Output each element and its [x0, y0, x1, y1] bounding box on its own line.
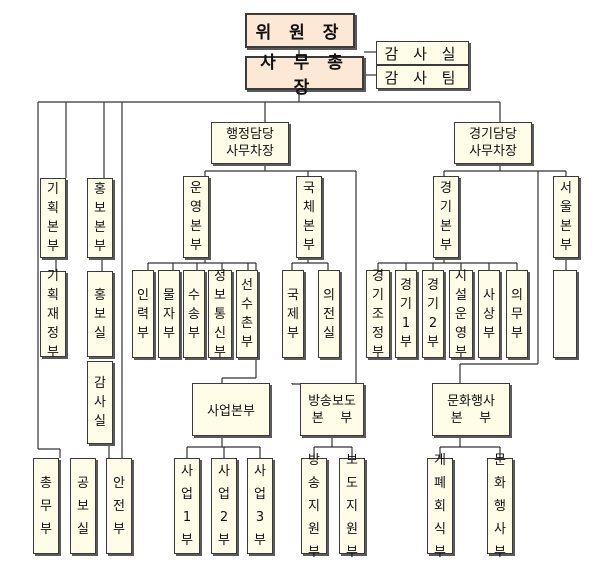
broadcast-hq-line2: 본 부 — [311, 410, 353, 426]
admin-deputy-line1: 행정담당 — [226, 127, 274, 142]
culture-hq-line1: 문화행사 — [447, 393, 495, 409]
audit-room-box: 감 사 실 — [376, 41, 469, 65]
broadcast-hq-box: 방송보도 본 부 — [300, 383, 364, 436]
seoul-empty-box — [553, 270, 577, 358]
audit-room-label: 감 사 실 — [384, 44, 461, 63]
secretary-general-box: 사 무 총 장 — [245, 53, 364, 98]
audit-team-label: 감 사 팀 — [384, 68, 461, 87]
admin-deputy-line2: 사무차장 — [226, 144, 274, 159]
broadcast-hq-line1: 방송보도 — [308, 393, 356, 409]
games-deputy-line2: 사무차장 — [469, 144, 517, 159]
games-deputy-box: 경기담당 사무차장 — [454, 122, 532, 164]
culture-hq-line2: 본 부 — [450, 410, 492, 426]
admin-deputy-box: 행정담당 사무차장 — [211, 122, 289, 164]
business-hq-label: 사업본부 — [207, 404, 255, 419]
culture-hq-box: 문화행사 본 부 — [432, 383, 510, 436]
secretary-general-label: 사 무 총 장 — [260, 53, 349, 98]
chair-box: 위 원 장 — [245, 13, 355, 48]
games-deputy-line1: 경기담당 — [469, 127, 517, 142]
business-hq-box: 사업본부 — [192, 383, 270, 436]
chair-label: 위 원 장 — [255, 23, 345, 43]
audit-team-box: 감 사 팀 — [376, 65, 469, 89]
